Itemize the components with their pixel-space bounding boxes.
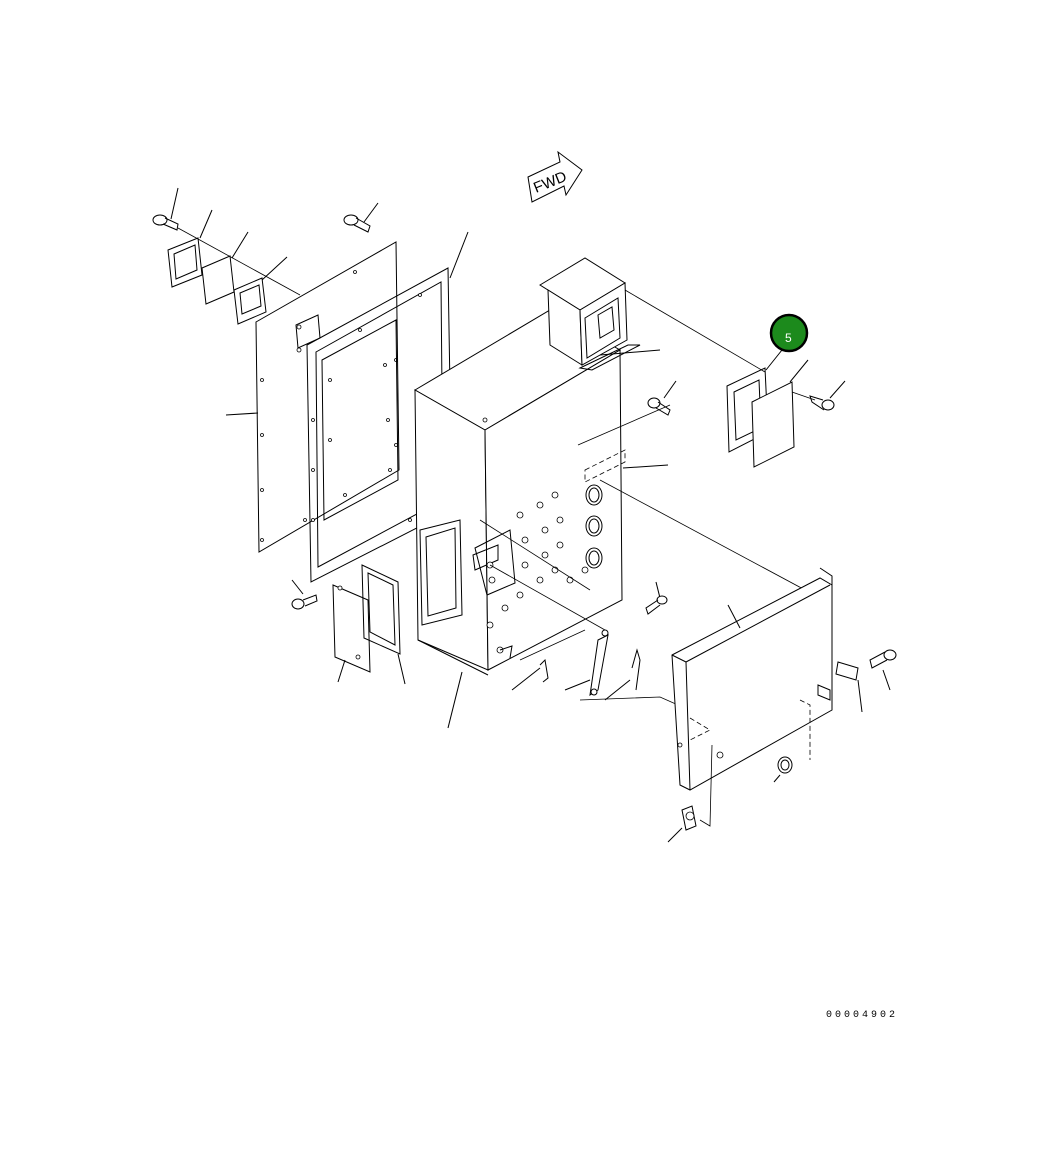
drawing-number: 00004902 <box>826 1010 899 1021</box>
callout-number: 5 <box>785 331 792 345</box>
door-catch-lower-right <box>773 756 793 783</box>
lower-left-gasket <box>361 564 406 685</box>
top-junction-box <box>539 257 766 373</box>
inner-mounting-panel <box>321 319 399 521</box>
small-gasket-2 <box>233 256 288 325</box>
callout-5: 5 <box>769 313 809 353</box>
housing-port-holes <box>486 491 589 654</box>
right-door-panel <box>671 567 833 791</box>
right-small-cover-plate <box>751 359 809 468</box>
left-panel-bolt <box>343 202 379 233</box>
main-housing <box>414 309 623 729</box>
fwd-arrow: FWD <box>527 150 583 203</box>
housing-gauges <box>585 484 603 569</box>
top-left-bolt <box>152 187 179 231</box>
hinge-assembly <box>472 519 606 631</box>
door-latch <box>835 649 897 713</box>
gas-strut <box>564 629 609 696</box>
dashed-bracket <box>577 404 821 599</box>
door-catch-lower-left <box>667 744 713 843</box>
right-bolt-upper <box>647 380 677 416</box>
lower-left-cover-plate <box>332 584 371 683</box>
lower-left-bolt <box>291 579 318 610</box>
right-bolt-lower <box>645 581 668 615</box>
small-gasket-1 <box>167 209 213 288</box>
small-cover-plate-1 <box>201 231 249 305</box>
right-bolt-plate <box>791 380 846 411</box>
